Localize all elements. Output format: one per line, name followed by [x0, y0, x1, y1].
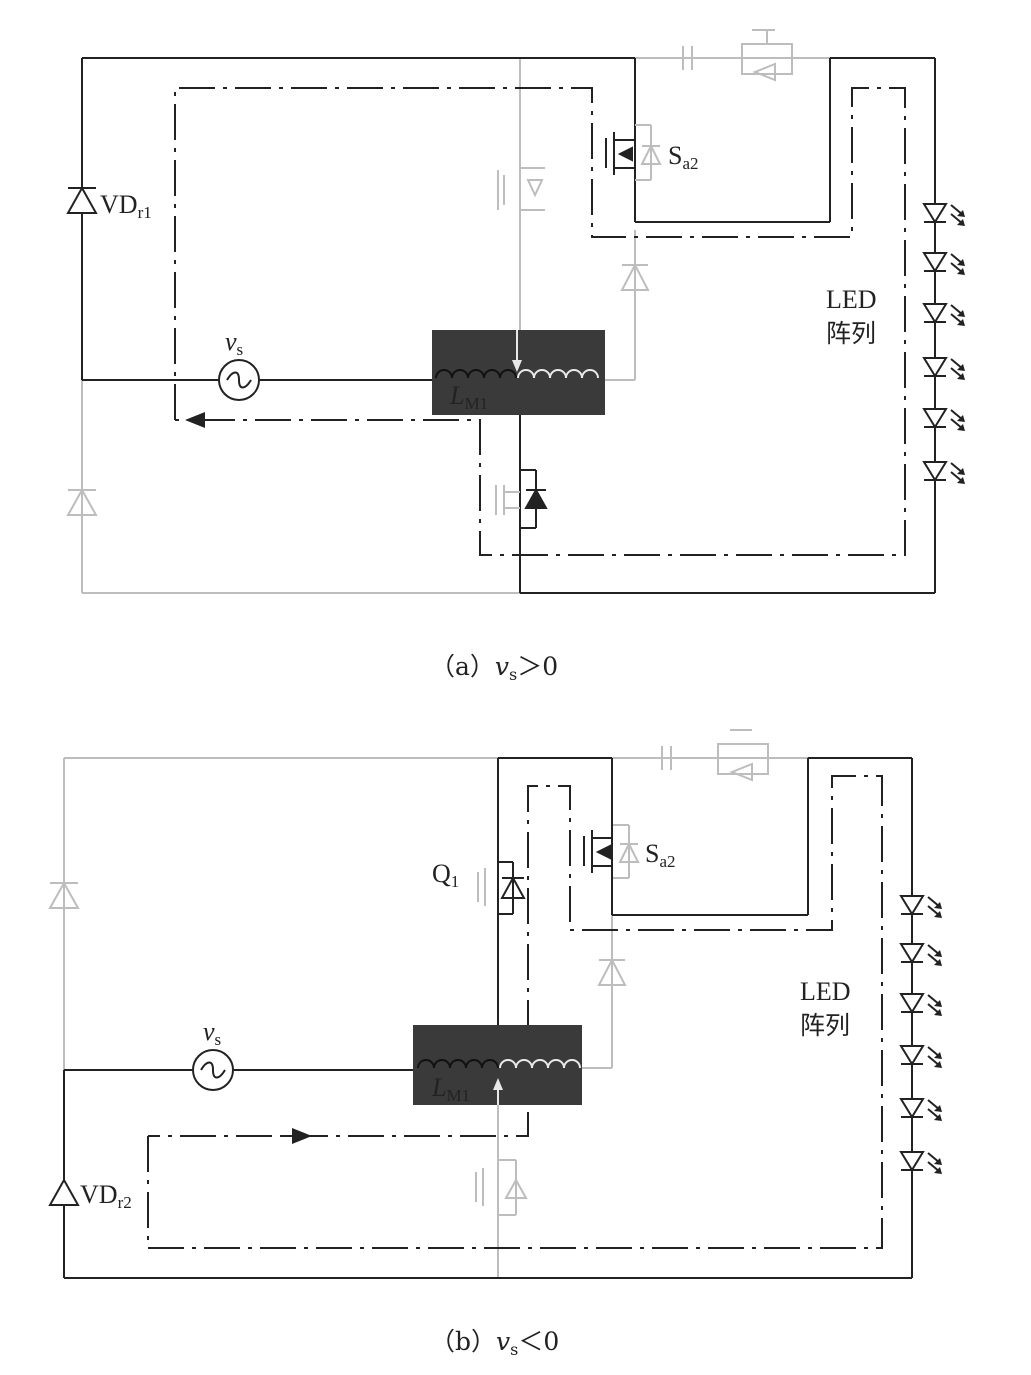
panel-a-led-array: [922, 203, 965, 484]
panel-b-switch-sa2: [583, 830, 612, 873]
led-icon: [899, 1151, 942, 1174]
led-icon: [922, 461, 965, 484]
led-icon: [899, 1098, 942, 1121]
panel-a-inactive-wires: [81, 57, 830, 594]
panel-b-sa2-body-diode: [612, 824, 640, 879]
led-icon: [899, 895, 942, 918]
panel-a-sa2-label: Sa2: [668, 141, 699, 173]
panel-b-q1-gate: [477, 868, 486, 906]
panel-a-switch-sa2: [605, 132, 635, 175]
panel-a-active-wires: [81, 57, 936, 594]
panel-a-vs-label: vs: [225, 327, 243, 359]
panel-b-led-array: [899, 895, 942, 1174]
panel-a: VDr1 vs Sa2 LM1 LED 阵列 （a）vs＞0: [66, 29, 965, 684]
panel-a-vdr1-label: VDr1: [100, 190, 152, 222]
panel-a-aux-capacitor: [682, 46, 693, 70]
panel-a-lower-switch-gate: [503, 485, 520, 515]
panel-b-current-path: [147, 775, 883, 1249]
panel-b-vs-label: vs: [203, 1017, 221, 1049]
panel-a-secondary-coil: [517, 369, 599, 379]
panel-b-magnetizing-arrowhead: [493, 1078, 503, 1090]
panel-b-active-wires: [63, 757, 913, 1279]
panel-b-caption: （b）vs＜0: [430, 1327, 559, 1359]
led-icon: [922, 357, 965, 380]
led-icon: [922, 408, 965, 431]
panel-b-aux-capacitor: [661, 746, 672, 770]
panel-a-lower-body-diode: [520, 469, 548, 529]
panel-b-lm1-label: LM1: [431, 1073, 470, 1105]
panel-b: VDr2 vs Sa2 Q1 LM1 LED 阵列 （b）vs＜0: [48, 729, 942, 1359]
panel-b-diode-gray: [597, 957, 627, 986]
led-icon: [899, 993, 942, 1016]
panel-b-inactive-wires: [63, 757, 808, 1278]
led-icon: [922, 252, 965, 275]
panel-a-diode-vdr1: [66, 185, 98, 214]
panel-a-caption: （a）vs＞0: [430, 652, 558, 684]
panel-b-led-label: LED: [800, 977, 851, 1006]
panel-b-sine-icon: [200, 1061, 226, 1079]
panel-b-switch-lower: [475, 1159, 528, 1216]
panel-b-aux-switch: [717, 729, 769, 782]
panel-a-led-label-cn: 阵列: [826, 319, 876, 348]
led-icon: [899, 1045, 942, 1068]
panel-a-led-label: LED: [826, 285, 877, 314]
panel-a-sine-icon: [226, 371, 252, 389]
panel-b-secondary-coil: [499, 1059, 581, 1069]
panel-b-vdr2-label: VDr2: [80, 1180, 132, 1212]
panel-a-lm1-label: LM1: [449, 381, 488, 413]
panel-b-diode-vdr2: [48, 1177, 80, 1206]
panel-a-primary-coil: [435, 369, 517, 379]
panel-a-switch-q1: [497, 167, 545, 211]
panel-b-led-label-cn: 阵列: [800, 1011, 850, 1040]
panel-a-sa2-body-diode: [635, 124, 662, 181]
panel-a-diode-gray: [620, 262, 650, 291]
panel-a-diode-left: [66, 487, 98, 516]
panel-b-primary-coil: [417, 1059, 499, 1069]
led-icon: [899, 943, 942, 966]
panel-b-sa2-label: Sa2: [645, 839, 676, 871]
panel-a-transformer: [432, 330, 605, 415]
panel-b-diode-left: [48, 880, 80, 909]
panel-a-current-path: [174, 87, 906, 556]
panel-a-magnetizing-arrowhead: [512, 360, 522, 372]
panel-a-aux-switch: [741, 29, 793, 82]
panel-b-q1-body-diode: [498, 861, 526, 915]
panel-b-q1-label: Q1: [432, 859, 459, 891]
led-icon: [922, 203, 965, 226]
led-icon: [922, 303, 965, 326]
